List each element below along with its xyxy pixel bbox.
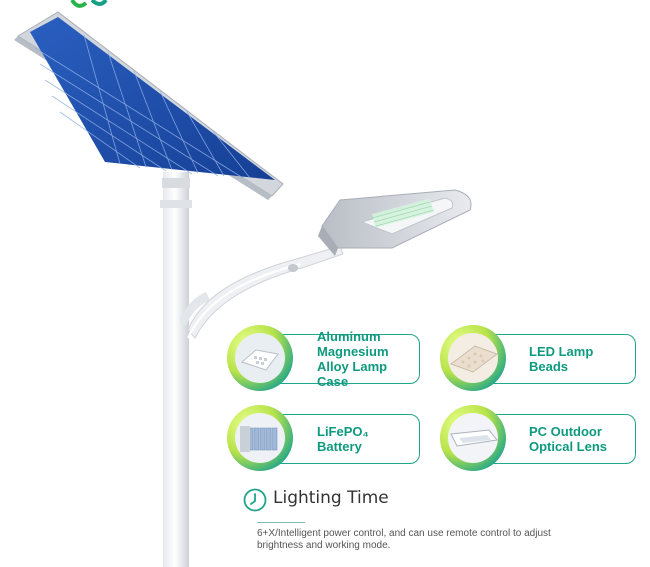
feature-label: LED Lamp Beads	[529, 344, 594, 374]
led-beads-icon	[439, 324, 507, 392]
pole	[163, 172, 189, 567]
logo-fragment	[70, 0, 108, 8]
panel-bracket	[162, 178, 190, 188]
lamp-arm	[187, 245, 344, 339]
clock-icon	[243, 488, 267, 512]
feature-label: PC Outdoor Optical Lens	[529, 424, 608, 454]
solar-panel-grid	[34, 34, 251, 179]
lamp-case-icon	[226, 324, 294, 392]
lamp-head	[318, 189, 472, 256]
optical-lens-icon	[439, 404, 507, 472]
battery-icon	[226, 404, 294, 472]
feature-label: LiFePO₄ Battery	[317, 424, 369, 454]
feature-label: Aluminum Magnesium Alloy Lamp Case	[317, 329, 389, 389]
divider	[257, 522, 305, 523]
lighting-time-title: Lighting Time	[273, 488, 389, 508]
solar-panel	[30, 17, 275, 180]
lighting-time-description: 6+X/Intelligent power control, and can u…	[257, 528, 551, 551]
